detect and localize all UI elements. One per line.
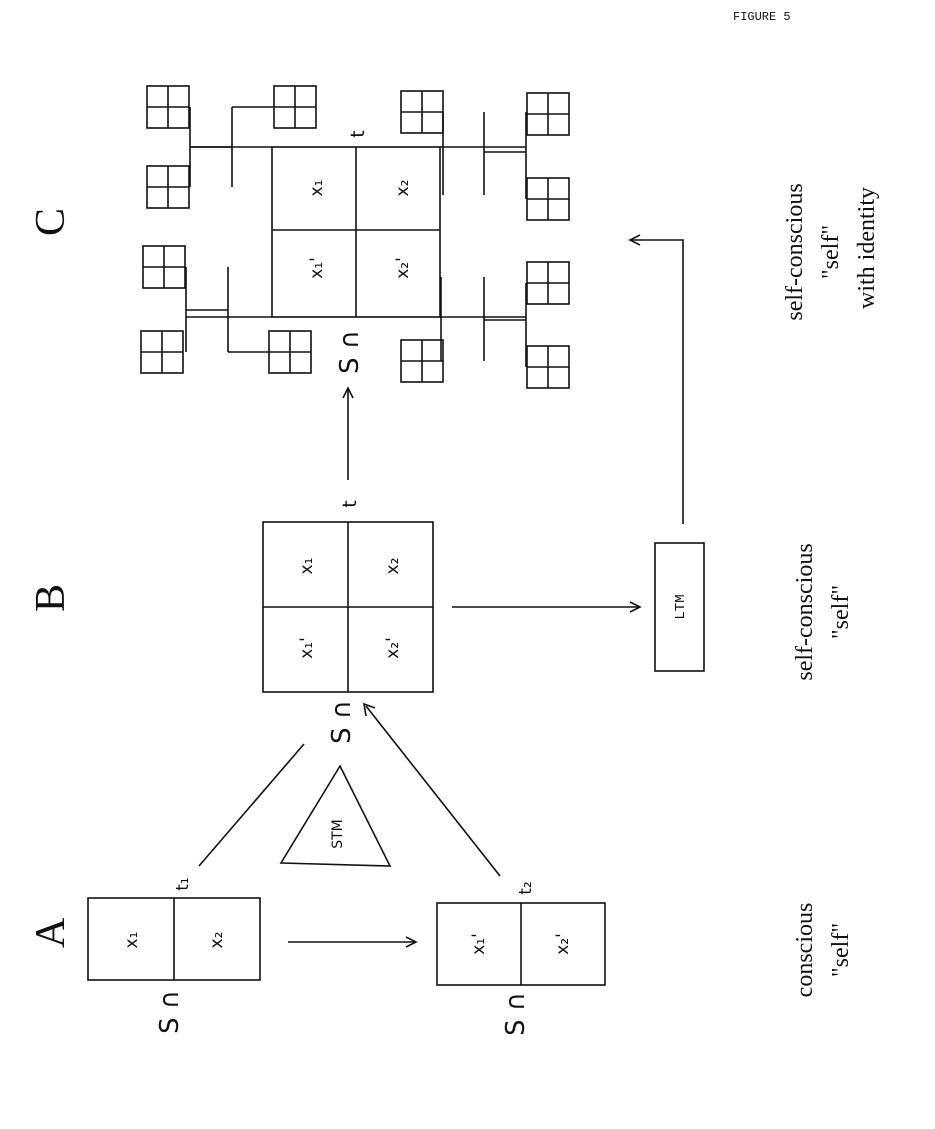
panel-a-box-t1: x₁ x₂ t₁ S ∩ xyxy=(87,877,261,1034)
caption-a-line2: "self" xyxy=(828,923,854,977)
caption-c-line2: "self" xyxy=(818,225,844,279)
caption-c-line3: with identity xyxy=(854,187,880,309)
panel-letter-b: B xyxy=(28,584,74,612)
c-set-label: S ∩ xyxy=(335,330,365,374)
panel-c: x₁ x₂ x₁' x₂' t S ∩ xyxy=(140,85,880,389)
cell-x2: x₂ xyxy=(207,932,227,949)
fractal-bottom-right xyxy=(400,90,570,221)
c-time-label: t xyxy=(347,130,369,137)
b-set-label: S ∩ xyxy=(327,700,357,744)
time-label-t2: t₂ xyxy=(516,881,536,894)
arrow-b-to-c xyxy=(342,386,354,480)
cell-x1-prime: x₁' xyxy=(469,933,489,955)
figure-label: FIGURE 5 xyxy=(733,10,791,24)
caption-b-line1: self-conscious xyxy=(792,543,818,680)
caption-a-line1: conscious xyxy=(792,903,818,998)
arrow-a-top-to-bottom xyxy=(288,936,418,948)
time-label-t1: t₁ xyxy=(173,877,193,890)
arrow-ltm-to-c xyxy=(628,234,684,524)
c-cell-x2-prime: x₂' xyxy=(393,257,413,279)
panel-a-box-t2: x₁' x₂' t₂ S ∩ xyxy=(436,881,606,1036)
cell-x1: x₁ xyxy=(122,932,142,949)
panel-letter-c: C xyxy=(28,208,74,236)
panel-letter-a: A xyxy=(28,917,74,948)
b-time-label: t xyxy=(339,500,361,507)
b-cell-x1: x₁ xyxy=(297,558,317,575)
b-cell-x1-prime: x₁' xyxy=(297,637,317,659)
caption-c-line1: self-conscious xyxy=(782,183,808,320)
stm-triangle: STM xyxy=(279,764,392,867)
c-cell-x1-prime: x₁' xyxy=(307,257,327,279)
panel-a: x₁ x₂ t₁ S ∩ x₁' x₂' t₂ S ∩ STM xyxy=(87,702,854,1036)
arrow-a-bottom-to-b xyxy=(362,702,501,877)
b-cell-x2: x₂ xyxy=(383,558,403,575)
arrow-b-to-ltm xyxy=(452,601,642,613)
panel-b: x₁ x₂ x₁' x₂' t S ∩ LTM self-conscious "… xyxy=(262,234,854,744)
cell-x2-prime: x₂' xyxy=(553,933,573,955)
set-label-a-bottom: S ∩ xyxy=(501,992,531,1036)
connector-a-top-to-b xyxy=(198,743,305,867)
fractal-bottom-left xyxy=(400,261,570,389)
ltm-box: LTM xyxy=(654,542,705,672)
c-cell-x2: x₂ xyxy=(393,180,413,197)
fractal-top-right xyxy=(146,85,317,209)
caption-b-line2: "self" xyxy=(828,585,854,639)
fractal-top-left xyxy=(140,245,312,374)
set-label-a-top: S ∩ xyxy=(155,990,185,1034)
ltm-label: LTM xyxy=(673,594,689,619)
c-cell-x1: x₁ xyxy=(307,180,327,197)
b-cell-x2-prime: x₂' xyxy=(383,637,403,659)
stm-label: STM xyxy=(330,819,346,849)
